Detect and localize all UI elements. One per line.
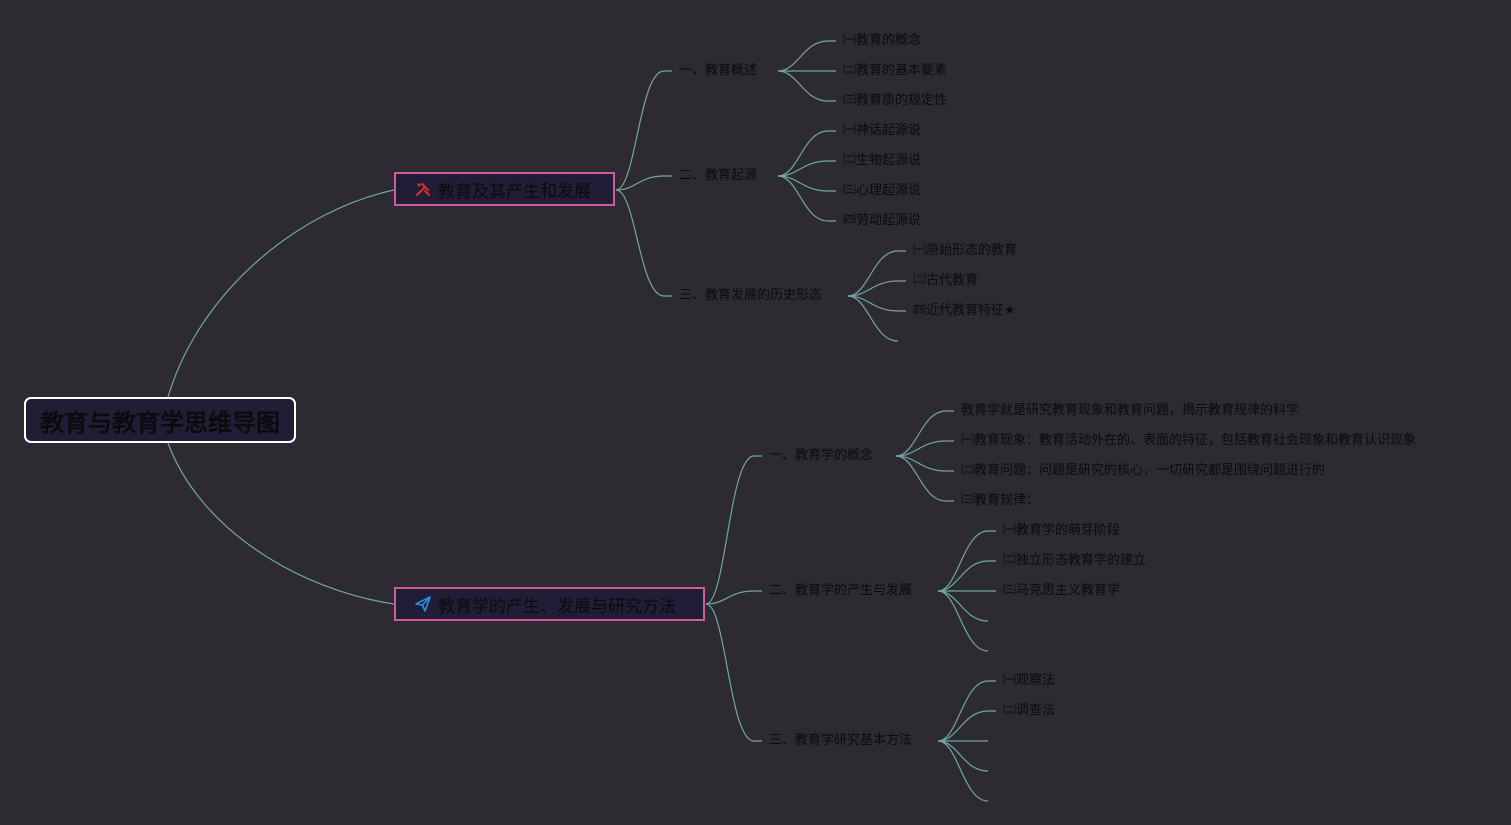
link-root-branch (167, 442, 395, 605)
link-sub-leaf (895, 455, 954, 502)
leaf-node[interactable]: ㈣近代教育特征★ (913, 303, 1016, 318)
leaf-node[interactable]: ㈠教育的概念 (843, 33, 922, 48)
branch-node-pedagogy[interactable]: 教育学的产生、发展与研究方法 (394, 587, 705, 621)
leaf-node[interactable]: ㈡教育问题：问题是研究的核心，一切研究都是围绕问题进行的 (961, 463, 1326, 478)
leaf-node[interactable]: ㈠教育学的萌芽阶段 (1003, 523, 1121, 538)
leaf-node[interactable]: ㈡调查法 (1003, 703, 1056, 718)
leaf-node[interactable]: ㈡独立形态教育学的建立 (1003, 553, 1147, 568)
leaf-node[interactable]: ㈢心理起源说 (843, 183, 922, 198)
leaf-node[interactable]: ㈠神话起源说 (843, 123, 922, 138)
link-sub-leaf (937, 560, 996, 592)
link-sub-leaf (777, 130, 836, 177)
sub-node-education-overview[interactable]: 一、教育概述 (679, 63, 758, 78)
link-sub-leaf (937, 740, 989, 802)
link-sub-leaf (847, 280, 906, 297)
sub-node-pedagogy-concept[interactable]: 一、教育学的概念 (769, 448, 874, 463)
link-sub-leaf (777, 175, 836, 192)
leaf-node[interactable]: 教育学就是研究教育现象和教育问题，揭示教育规律的科学 (961, 403, 1300, 418)
leaf-node[interactable]: ㈠观察法 (1003, 673, 1056, 688)
branch-label: 教育学的产生、发展与研究方法 (438, 596, 676, 617)
leaf-node[interactable]: ㈡教育的基本要素 (843, 63, 948, 78)
link-sub-leaf (937, 710, 996, 742)
paper-plane-icon (414, 595, 432, 613)
link-branch-sub (705, 590, 762, 605)
leaf-node[interactable]: ㈣劳动起源说 (843, 213, 922, 228)
link-sub-leaf (937, 590, 989, 652)
leaf-node[interactable]: ㈢教育规律： (961, 493, 1040, 508)
link-sub-leaf (847, 295, 906, 312)
link-branch-sub (615, 70, 672, 191)
leaf-node[interactable]: ㈢教育质的规定性 (843, 93, 948, 108)
sub-node-pedagogy-development[interactable]: 二、教育学的产生与发展 (769, 583, 913, 598)
tools-icon (414, 180, 432, 198)
link-sub-leaf (895, 440, 954, 457)
link-sub-leaf (777, 175, 836, 222)
link-sub-leaf (847, 295, 899, 342)
link-branch-sub (615, 175, 672, 191)
link-sub-leaf (937, 680, 996, 742)
leaf-node[interactable]: ㈠原始形态的教育 (913, 243, 1018, 258)
branch-label: 教育及其产生和发展 (438, 181, 591, 202)
link-sub-leaf (895, 410, 954, 457)
link-branch-sub (615, 189, 672, 297)
sub-node-historical-forms[interactable]: 三、教育发展的历史形态 (679, 288, 823, 303)
root-node[interactable]: 教育与教育学思维导图 (24, 397, 296, 443)
link-branch-sub (705, 455, 762, 605)
link-sub-leaf (937, 530, 996, 592)
leaf-node[interactable]: ㈡生物起源说 (843, 153, 922, 168)
sub-node-education-origin[interactable]: 二、教育起源 (679, 168, 758, 183)
root-title: 教育与教育学思维导图 (40, 408, 280, 437)
link-sub-leaf (937, 590, 989, 622)
link-sub-leaf (937, 740, 989, 772)
link-branch-sub (705, 603, 762, 742)
branch-node-education-origin[interactable]: 教育及其产生和发展 (394, 172, 615, 206)
link-root-branch (167, 189, 395, 398)
sub-node-research-methods[interactable]: 三、教育学研究基本方法 (769, 733, 913, 748)
leaf-node[interactable]: ㈡古代教育 (913, 273, 979, 288)
link-sub-leaf (777, 70, 836, 102)
link-sub-leaf (847, 250, 906, 297)
link-sub-leaf (895, 455, 954, 472)
link-sub-leaf (777, 160, 836, 177)
leaf-node[interactable]: ㈢马克思主义教育学 (1003, 583, 1121, 598)
leaf-node[interactable]: ㈠教育现象：教育活动外在的、表面的特征，包括教育社会现象和教育认识现象 (961, 433, 1417, 448)
link-sub-leaf (777, 40, 836, 72)
